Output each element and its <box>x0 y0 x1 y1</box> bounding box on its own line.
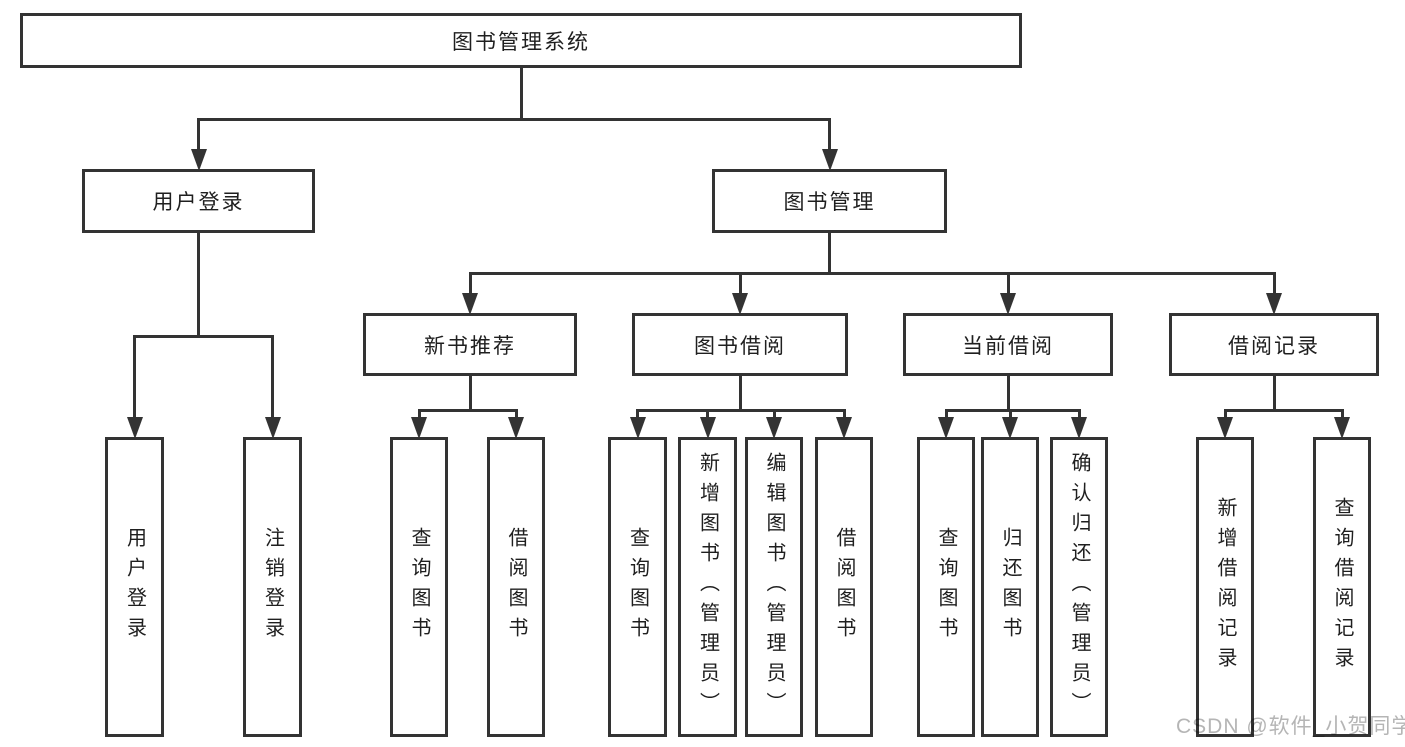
node-label: 新书推荐 <box>424 334 516 358</box>
node-label: 图书管理系统 <box>452 30 590 54</box>
connector-line <box>271 335 274 419</box>
node-nb-borrow-books: 借阅图书 <box>487 437 545 737</box>
arrowhead-icon <box>1334 417 1350 439</box>
node-label: 图书管理 <box>783 191 876 214</box>
node-label: 借阅记录 <box>1228 334 1320 358</box>
node-label: 查询借阅记录 <box>1331 497 1353 677</box>
connector-line <box>944 409 1081 412</box>
arrowhead-icon <box>699 417 716 439</box>
arrowhead-icon <box>508 417 524 439</box>
connector-line <box>828 118 831 151</box>
node-label: 注销登录 <box>261 527 284 647</box>
node-label: 当前借阅 <box>962 334 1054 358</box>
connector-line <box>1008 409 1012 419</box>
arrowhead-icon <box>126 417 143 439</box>
node-root: 图书管理系统 <box>20 13 1022 68</box>
connector-line <box>197 118 831 121</box>
arrowhead-icon <box>190 149 207 171</box>
arrowhead-icon <box>462 293 478 315</box>
connector-line <box>636 409 639 419</box>
connector-line <box>636 409 846 412</box>
node-label: 新增借阅记录 <box>1214 497 1236 677</box>
connector-line <box>738 376 742 412</box>
node-book-borrow: 图书借阅 <box>632 313 848 376</box>
arrowhead-icon <box>1000 293 1016 315</box>
arrowhead-icon <box>836 417 852 439</box>
node-cb-confirm-return: 确认归还（管理员） <box>1050 437 1108 737</box>
node-label: 图书借阅 <box>694 334 786 358</box>
connector-line <box>1340 409 1344 419</box>
arrowhead-icon <box>938 417 954 439</box>
connector-line <box>944 409 948 419</box>
node-label: 借阅图书 <box>833 527 855 647</box>
node-label: 用户登录 <box>152 191 245 214</box>
connector-line <box>468 272 472 295</box>
node-bb-add-books: 新增图书（管理员） <box>678 437 737 737</box>
arrowhead-icon <box>264 417 281 439</box>
node-borrow-records: 借阅记录 <box>1169 313 1379 376</box>
connector-line <box>1223 409 1227 419</box>
node-bb-borrow-books: 借阅图书 <box>815 437 873 737</box>
connector-line <box>133 335 136 419</box>
node-new-books: 新书推荐 <box>363 313 577 376</box>
connector-line <box>1272 272 1276 295</box>
node-bb-query-books: 查询图书 <box>608 437 667 737</box>
arrowhead-icon <box>732 293 748 315</box>
node-label: 用户登录 <box>123 527 146 647</box>
connector-line <box>1006 272 1010 295</box>
connector-line <box>417 409 518 412</box>
arrowhead-icon <box>1266 293 1282 315</box>
node-user-login: 用户登录 <box>82 169 315 233</box>
arrowhead-icon <box>821 149 838 171</box>
arrowhead-icon <box>629 417 646 439</box>
connector-line <box>197 118 200 151</box>
node-nb-query-books: 查询图书 <box>390 437 448 737</box>
connector-line <box>828 233 831 275</box>
node-bb-edit-books: 编辑图书（管理员） <box>745 437 803 737</box>
connector-line <box>197 233 200 338</box>
connector-line <box>519 68 523 121</box>
connector-line <box>706 409 709 419</box>
connector-line <box>738 272 742 295</box>
connector-line <box>417 409 421 419</box>
connector-line <box>468 376 472 412</box>
connector-line <box>842 409 846 419</box>
arrowhead-icon <box>1002 417 1018 439</box>
node-label: 新增图书（管理员） <box>696 452 719 722</box>
node-current-borrow: 当前借阅 <box>903 313 1113 376</box>
node-label: 查询图书 <box>935 527 957 647</box>
node-logout-leaf: 注销登录 <box>243 437 302 737</box>
connector-line <box>1006 376 1010 412</box>
node-br-add-record: 新增借阅记录 <box>1196 437 1254 737</box>
node-label: 借阅图书 <box>505 527 527 647</box>
node-login-leaf: 用户登录 <box>105 437 164 737</box>
watermark: CSDN @软件_小贺同学 <box>1176 715 1405 738</box>
connector-line <box>1272 376 1276 412</box>
node-cb-query-books: 查询图书 <box>917 437 975 737</box>
node-label: 查询图书 <box>408 527 430 647</box>
node-book-mgmt: 图书管理 <box>712 169 947 233</box>
node-cb-return-books: 归还图书 <box>981 437 1039 737</box>
node-label: 归还图书 <box>999 527 1021 647</box>
arrowhead-icon <box>411 417 427 439</box>
connector-line <box>1077 409 1081 419</box>
arrowhead-icon <box>1217 417 1233 439</box>
connector-line <box>772 409 776 419</box>
connector-line <box>1223 409 1344 412</box>
node-br-query-record: 查询借阅记录 <box>1313 437 1371 737</box>
node-label: 确认归还（管理员） <box>1068 452 1090 722</box>
node-label: 编辑图书（管理员） <box>763 452 785 722</box>
connector-line <box>468 272 1276 275</box>
connector-line <box>133 335 274 338</box>
arrowhead-icon <box>1071 417 1087 439</box>
arrowhead-icon <box>766 417 782 439</box>
connector-line <box>514 409 518 419</box>
node-label: 查询图书 <box>626 527 649 647</box>
